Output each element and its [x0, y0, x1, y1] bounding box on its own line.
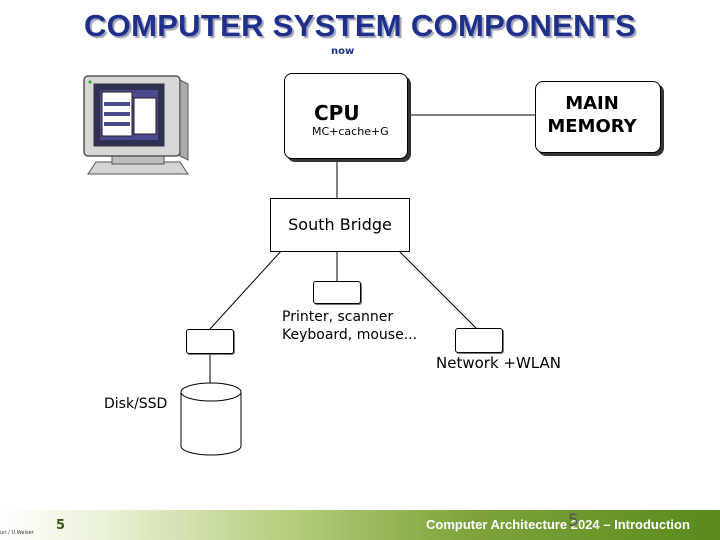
main-memory-line1: MAIN — [565, 93, 619, 114]
cpu-box — [284, 73, 408, 159]
disk-port — [186, 329, 234, 354]
printer-label-line2: Keyboard, mouse... — [282, 327, 418, 343]
main-memory-box — [535, 81, 661, 153]
cpu-label: CPU — [314, 101, 360, 125]
slide-number-large: 5 — [568, 511, 579, 531]
main-memory-line2: MEMORY — [547, 116, 637, 137]
footer-bar — [0, 510, 720, 540]
cpu-sublabel: MC+cache+G — [312, 125, 389, 138]
network-port — [455, 328, 503, 353]
network-label: Network +WLAN — [436, 354, 561, 372]
printer-port — [313, 281, 361, 304]
page-title: COMPUTER SYSTEM COMPONENTS — [83, 8, 637, 43]
disk-cylinder-icon — [180, 382, 242, 456]
main-memory-label: MAIN MEMORY — [536, 92, 648, 138]
printer-label: Printer, scanner Keyboard, mouse... — [282, 308, 417, 344]
page-subtitle: now — [331, 46, 355, 57]
disk-label: Disk/SSD — [104, 396, 168, 412]
southbridge-network-link — [397, 249, 477, 329]
footer-author: uri / U.Weiser — [0, 530, 34, 536]
printer-label-line1: Printer, scanner — [282, 309, 394, 325]
computer-monitor-icon — [83, 75, 189, 175]
slide-number: 5 — [56, 518, 66, 533]
south-bridge-label: South Bridge — [288, 215, 392, 234]
footer-text: Computer Architecture 2024 – Introductio… — [426, 517, 690, 532]
south-bridge-box — [270, 198, 410, 252]
southbridge-disk-link — [209, 249, 283, 330]
